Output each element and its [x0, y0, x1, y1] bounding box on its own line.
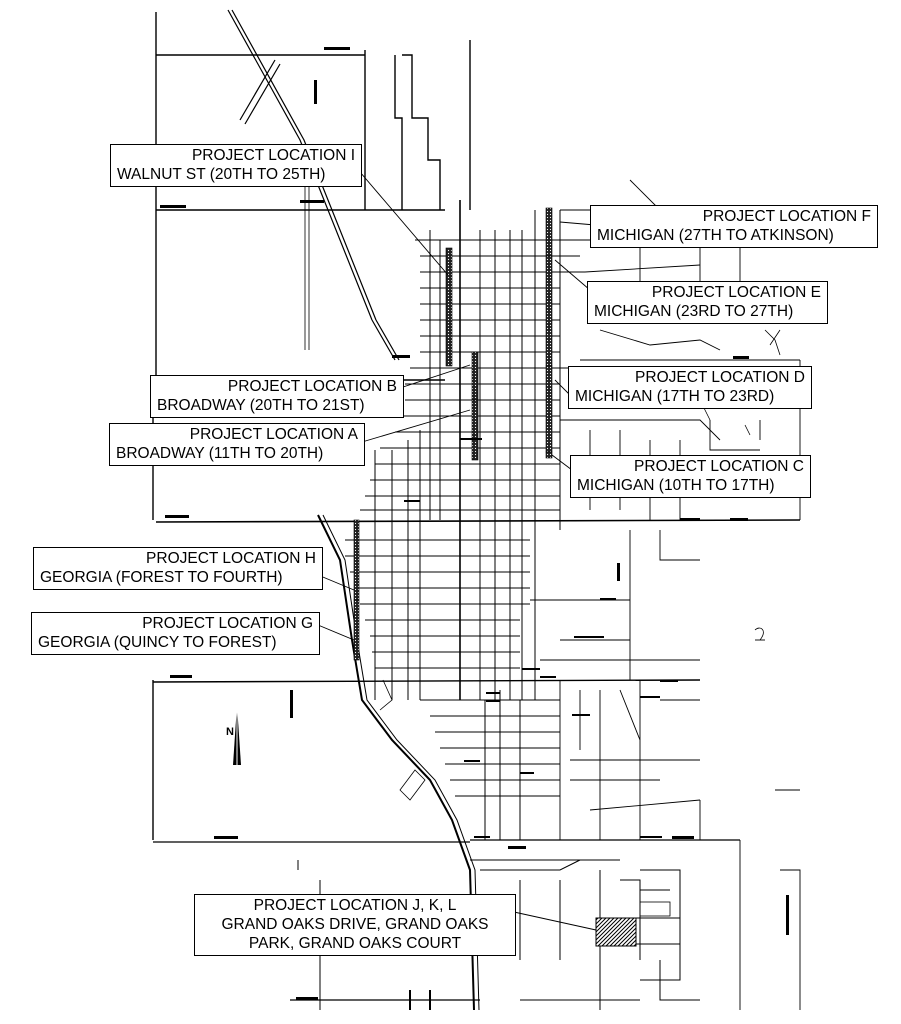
segment-c-michigan — [545, 451, 553, 459]
callout-g-desc: GEORGIA (QUINCY TO FOREST) — [38, 634, 277, 651]
callout-jkl-line3: PARK, GRAND OAKS COURT — [248, 935, 462, 952]
segment-b-broadway — [471, 351, 479, 401]
callout-project-location-jkl: PROJECT LOCATION J, K, L GRAND OAKS DRIV… — [194, 894, 516, 956]
callout-e-title: PROJECT LOCATION E — [651, 284, 821, 301]
callout-jkl-title: PROJECT LOCATION J, K, L — [253, 897, 457, 914]
callout-i-desc: WALNUT ST (20TH TO 25TH) — [117, 166, 326, 183]
segment-i-walnut — [445, 247, 453, 367]
callout-project-location-h: PROJECT LOCATION H GEORGIA (FOREST TO FO… — [33, 547, 323, 590]
grand-oaks-outline — [635, 917, 681, 945]
callout-g-title: PROJECT LOCATION G — [142, 615, 313, 632]
project-segments — [353, 207, 681, 947]
callout-a-desc: BROADWAY (11TH TO 20TH) — [116, 445, 324, 462]
callout-f-title: PROJECT LOCATION F — [702, 208, 871, 225]
callout-project-location-e: PROJECT LOCATION E MICHIGAN (23RD TO 27T… — [587, 281, 828, 324]
callout-h-desc: GEORGIA (FOREST TO FOURTH) — [40, 569, 283, 586]
segment-d-michigan — [545, 365, 553, 453]
callout-e-desc: MICHIGAN (23RD TO 27TH) — [594, 303, 794, 320]
callout-project-location-a: PROJECT LOCATION A BROADWAY (11TH TO 20T… — [109, 423, 365, 466]
callout-project-location-b: PROJECT LOCATION B BROADWAY (20TH TO 21S… — [150, 375, 404, 418]
segment-f-michigan — [545, 207, 553, 257]
callout-f-desc: MICHIGAN (27TH TO ATKINSON) — [597, 227, 834, 244]
callout-a-title: PROJECT LOCATION A — [189, 426, 358, 443]
north-label: N — [226, 726, 234, 738]
callout-i-title: PROJECT LOCATION I — [191, 147, 355, 164]
callout-project-location-f: PROJECT LOCATION F MICHIGAN (27TH TO ATK… — [590, 205, 878, 248]
callout-project-location-c: PROJECT LOCATION C MICHIGAN (10TH TO 17T… — [570, 455, 811, 498]
callout-d-desc: MICHIGAN (17TH TO 23RD) — [575, 388, 775, 405]
leader-lines — [317, 171, 597, 931]
callout-b-desc: BROADWAY (20TH TO 21ST) — [157, 397, 365, 414]
callout-project-location-g: PROJECT LOCATION G GEORGIA (QUINCY TO FO… — [31, 612, 320, 655]
callout-d-title: PROJECT LOCATION D — [635, 369, 805, 386]
segment-jkl-grand-oaks — [595, 917, 637, 947]
segment-h-georgia — [353, 519, 360, 601]
callout-c-desc: MICHIGAN (10TH TO 17TH) — [577, 477, 775, 494]
segment-a-broadway — [471, 399, 479, 461]
north-arrow: N — [226, 705, 241, 765]
callout-c-title: PROJECT LOCATION C — [634, 458, 804, 475]
south-streets — [290, 859, 700, 1010]
railroad — [317, 514, 480, 1011]
callout-project-location-d: PROJECT LOCATION D MICHIGAN (17TH TO 23R… — [568, 366, 812, 409]
street-label-marks — [160, 47, 789, 1000]
callout-b-title: PROJECT LOCATION B — [227, 378, 397, 395]
callout-project-location-i: PROJECT LOCATION I WALNUT ST (20TH TO 25… — [110, 144, 362, 187]
segment-g-georgia — [353, 599, 360, 661]
segment-e-michigan — [545, 255, 553, 367]
callout-jkl-line2: GRAND OAKS DRIVE, GRAND OAKS — [221, 916, 489, 933]
city-street-grid — [152, 40, 801, 843]
highway — [227, 9, 400, 361]
callout-h-title: PROJECT LOCATION H — [146, 550, 316, 567]
